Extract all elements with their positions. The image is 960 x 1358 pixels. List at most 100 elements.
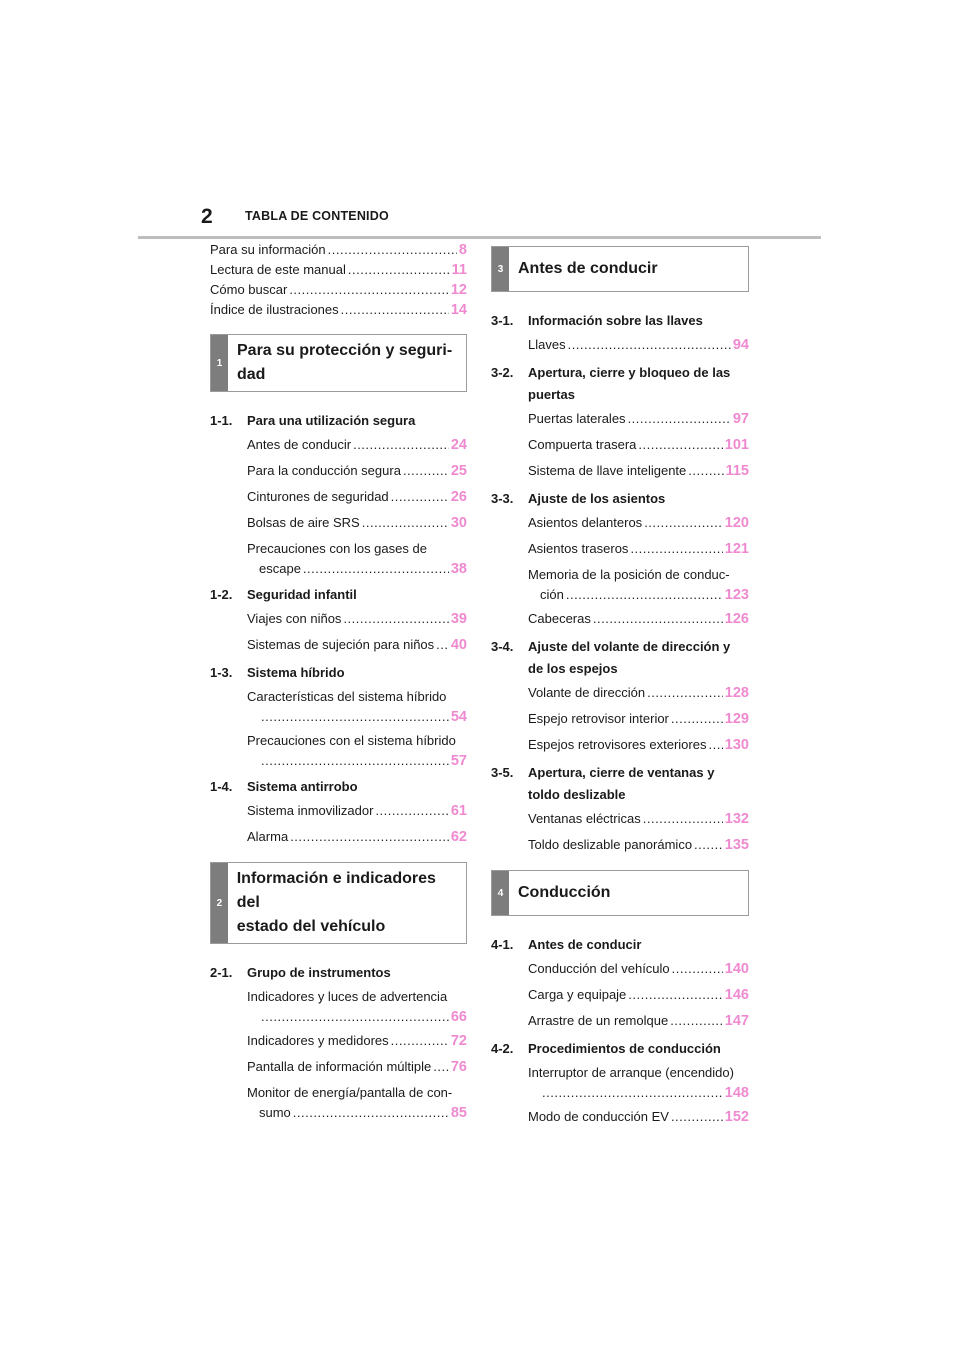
toc-entry[interactable]: Carga y equipaje146	[528, 982, 749, 1008]
subsection-heading: 4-1.Antes de conducir	[491, 937, 642, 952]
toc-entry[interactable]: Precauciones con el sistema híbrido57	[247, 731, 467, 772]
page-link[interactable]: 97	[732, 411, 749, 427]
section-tab: 3	[492, 247, 509, 291]
page-link[interactable]: 54	[450, 709, 467, 725]
toc-entry[interactable]: Conducción del vehículo140	[528, 956, 749, 982]
toc-entry[interactable]: Sistemas de sujeción para niños40	[247, 632, 467, 658]
toc-entry[interactable]: Lectura de este manual11	[210, 260, 467, 280]
toc-entry[interactable]: Espejos retrovisores exteriores130	[528, 732, 749, 758]
subsection-heading: 3-1.Información sobre las llaves	[491, 313, 703, 328]
toc-entry[interactable]: Toldo deslizable panorámico135	[528, 832, 749, 858]
page-link[interactable]: 40	[450, 637, 467, 653]
page-link[interactable]: 57	[450, 753, 467, 769]
page-link[interactable]: 120	[724, 515, 749, 531]
toc-entry[interactable]: Sistema de llave inteligente115	[528, 458, 749, 484]
toc-entry[interactable]: Pantalla de información múltiple76	[247, 1054, 467, 1080]
toc-entry[interactable]: Indicadores y luces de advertencia66	[247, 987, 467, 1028]
toc-entry[interactable]: Interruptor de arranque (encendido)148	[528, 1063, 749, 1104]
section-tab: 1	[211, 335, 228, 391]
toc-left-column: Para su información8 Lectura de este man…	[210, 240, 467, 1124]
page-link[interactable]: 39	[450, 611, 467, 627]
toc-entry[interactable]: Indicadores y medidores72	[247, 1028, 467, 1054]
toc-entry[interactable]: Índice de ilustraciones14	[210, 300, 467, 320]
toc-entry[interactable]: Alarma62	[247, 824, 467, 850]
page-link[interactable]: 146	[724, 987, 749, 1003]
toc-entry[interactable]: Arrastre de un remolque147	[528, 1008, 749, 1034]
toc-entry[interactable]: Cabeceras126	[528, 606, 749, 632]
subsection-heading: 1-3.Sistema híbrido	[210, 665, 345, 680]
page-link[interactable]: 30	[450, 515, 467, 531]
toc-entry[interactable]: Espejo retrovisor interior129	[528, 706, 749, 732]
toc-entry[interactable]: Asientos traseros121	[528, 536, 749, 562]
intro-list: Para su información8 Lectura de este man…	[210, 240, 467, 320]
toc-entry[interactable]: Asientos delanteros120	[528, 510, 749, 536]
toc-entry[interactable]: Cinturones de seguridad26	[247, 484, 467, 510]
subsection-heading: 3-3.Ajuste de los asientos	[491, 491, 666, 506]
toc-entry[interactable]: Características del sistema híbrido54	[247, 687, 467, 728]
toc-entry[interactable]: Puertas laterales97	[528, 406, 749, 432]
page-link[interactable]: 115	[725, 463, 749, 479]
page-link[interactable]: 11	[451, 262, 467, 278]
page-link[interactable]: 85	[450, 1105, 467, 1121]
section-1-header[interactable]: 1 Para su protección y seguri-dad	[210, 334, 467, 392]
page-link[interactable]: 62	[450, 829, 467, 845]
toc-entry[interactable]: Para su información8	[210, 240, 467, 260]
page-link[interactable]: 72	[450, 1033, 467, 1049]
page-link[interactable]: 76	[450, 1059, 467, 1075]
page-link[interactable]: 128	[724, 685, 749, 701]
toc-entry[interactable]: Cómo buscar12	[210, 280, 467, 300]
toc-entry[interactable]: Antes de conducir24	[247, 432, 467, 458]
toc-entry[interactable]: Modo de conducción EV152	[528, 1104, 749, 1130]
page-link[interactable]: 135	[724, 837, 749, 853]
page-number: 2	[201, 205, 213, 228]
page-link[interactable]: 130	[724, 737, 749, 753]
page-link[interactable]: 94	[732, 337, 749, 353]
page-link[interactable]: 121	[724, 541, 749, 557]
page-link[interactable]: 126	[724, 611, 749, 627]
page-link[interactable]: 25	[450, 463, 467, 479]
page-link[interactable]: 8	[458, 242, 467, 258]
toc-entry[interactable]: Bolsas de aire SRS30	[247, 510, 467, 536]
toc-entry[interactable]: Memoria de la posición de conduc-ción123	[528, 565, 749, 606]
page-link[interactable]: 101	[724, 437, 749, 453]
toc-entry[interactable]: Sistema inmovilizador61	[247, 798, 467, 824]
section-4-header[interactable]: 4 Conducción	[491, 870, 749, 916]
toc-entry[interactable]: Compuerta trasera101	[528, 432, 749, 458]
page-link[interactable]: 123	[724, 587, 749, 603]
page-link[interactable]: 152	[724, 1109, 749, 1125]
page-link[interactable]: 24	[450, 437, 467, 453]
page-link[interactable]: 140	[724, 961, 749, 977]
page-link[interactable]: 147	[724, 1013, 749, 1029]
page-link[interactable]: 148	[724, 1085, 749, 1101]
section-3-header[interactable]: 3 Antes de conducir	[491, 246, 749, 292]
toc-entry[interactable]: Volante de dirección128	[528, 680, 749, 706]
page-link[interactable]: 129	[724, 711, 749, 727]
subsection-heading: 1-1.Para una utilización segura	[210, 413, 416, 428]
section-title: Antes de conducir	[518, 260, 658, 277]
toc-entry[interactable]: Ventanas eléctricas132	[528, 806, 749, 832]
page-link[interactable]: 38	[450, 561, 467, 577]
page-header: 2 TABLA DE CONTENIDO	[138, 196, 821, 239]
toc-entry[interactable]: Precauciones con los gases deescape38	[247, 539, 467, 580]
page-link[interactable]: 26	[450, 489, 467, 505]
toc-entry[interactable]: Para la conducción segura25	[247, 458, 467, 484]
toc-entry[interactable]: Monitor de energía/pantalla de con-sumo8…	[247, 1083, 467, 1124]
page-link[interactable]: 14	[450, 302, 467, 318]
subsection-heading: 2-1.Grupo de instrumentos	[210, 965, 391, 980]
toc-entry[interactable]: Llaves94	[528, 332, 749, 358]
section-tab: 4	[492, 871, 509, 915]
section-title: Para su protección y seguri-dad	[237, 342, 453, 383]
page-link[interactable]: 66	[450, 1009, 467, 1025]
toc-entry[interactable]: Viajes con niños39	[247, 606, 467, 632]
page-link[interactable]: 132	[724, 811, 749, 827]
page-link[interactable]: 12	[450, 282, 467, 298]
subsection-heading: 1-2.Seguridad infantil	[210, 587, 357, 602]
section-title: Conducción	[518, 884, 611, 901]
toc-right-column: 3 Antes de conducir 3-1.Información sobr…	[491, 234, 749, 1130]
page-link[interactable]: 61	[450, 803, 467, 819]
